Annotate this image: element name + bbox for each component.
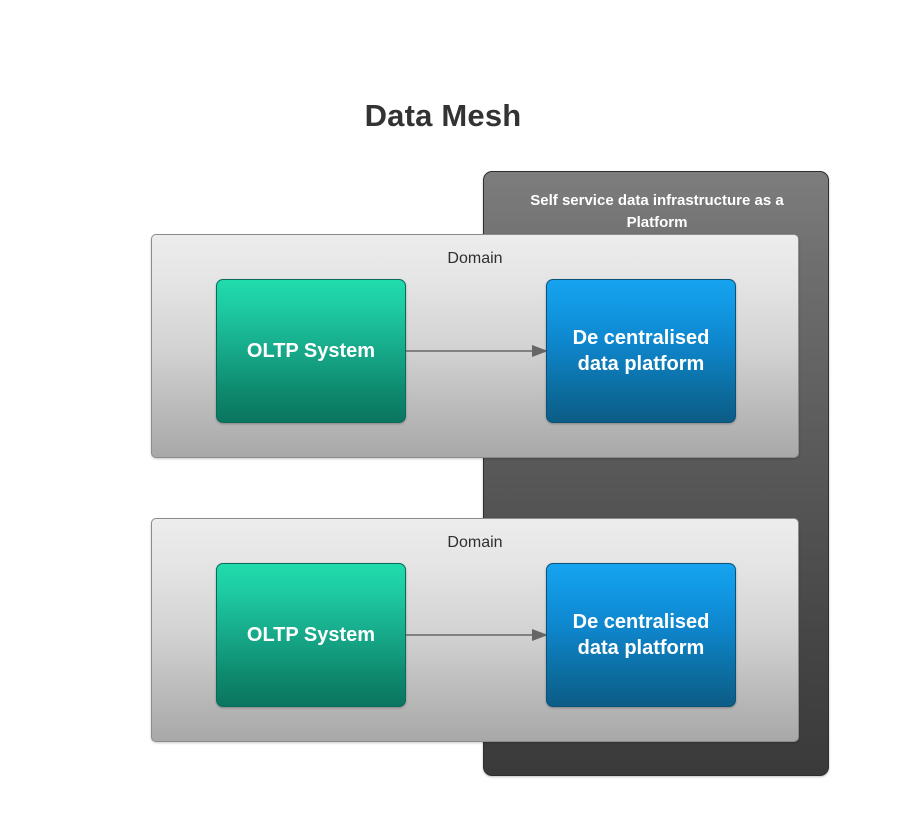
domain-container-1[interactable]: Domain OLTP System De centralised data p… <box>151 234 799 458</box>
oltp-system-label-2: OLTP System <box>246 624 376 646</box>
oltp-system-node-2[interactable]: OLTP System <box>216 563 406 707</box>
domain-label-2: Domain <box>447 534 503 551</box>
oltp-system-node-1[interactable]: OLTP System <box>216 279 406 423</box>
decentralised-data-platform-label-1: De centralised data platform <box>572 327 710 375</box>
connector-arrow-1 <box>406 345 548 357</box>
connector-arrow-2 <box>406 629 548 641</box>
decentralised-data-platform-node-2[interactable]: De centralised data platform <box>546 563 736 707</box>
domain-container-2[interactable]: Domain OLTP System De centralised data p… <box>151 518 799 742</box>
page-title: Data Mesh <box>364 98 522 133</box>
oltp-system-label-1: OLTP System <box>246 340 376 362</box>
decentralised-data-platform-label-2: De centralised data platform <box>572 611 710 659</box>
platform-label: Self service data infrastructure as a Pl… <box>530 192 784 231</box>
domain-label-1: Domain <box>447 250 503 267</box>
decentralised-data-platform-node-1[interactable]: De centralised data platform <box>546 279 736 423</box>
